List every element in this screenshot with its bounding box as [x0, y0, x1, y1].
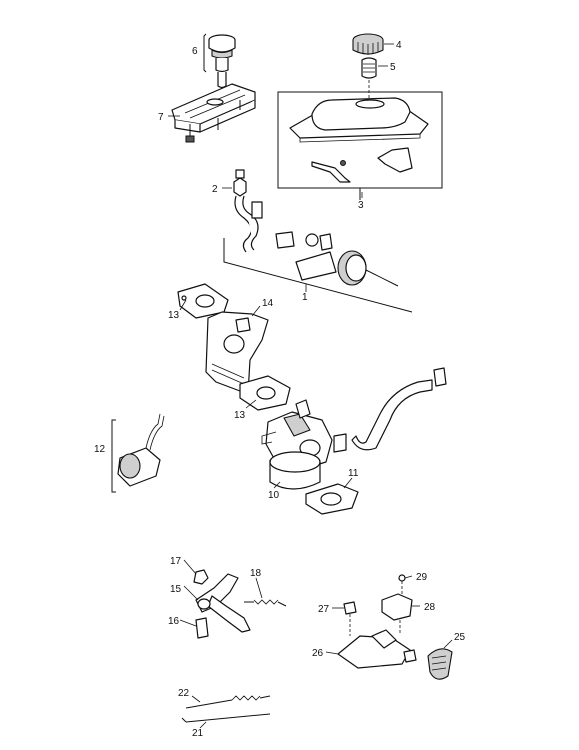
- part-16-bolt: [195, 617, 209, 639]
- part-18-spring: [244, 599, 287, 607]
- part-28-switch: [381, 593, 413, 634]
- part-17-nut: [193, 569, 209, 585]
- callout-27: 27: [318, 604, 330, 615]
- callout-11: 11: [348, 468, 359, 479]
- fuel-hose: [351, 367, 447, 451]
- part-6-cap-assembly: [208, 34, 236, 89]
- callout-7: 7: [158, 112, 164, 123]
- part-22-spring-rod: [185, 695, 271, 709]
- part-11-gasket: [305, 483, 359, 515]
- callout-16: 16: [168, 616, 180, 627]
- part-26-bracket: [337, 629, 417, 669]
- part-4-fuel-cap: [352, 33, 384, 55]
- callout-10: 10: [268, 490, 280, 501]
- callout-1: 1: [302, 292, 308, 303]
- part-12-lever-assembly: [111, 413, 165, 493]
- callout-26: 26: [312, 648, 324, 659]
- part-7-bracket: [171, 83, 256, 143]
- callout-4: 4: [396, 40, 402, 51]
- callout-25: 25: [454, 632, 466, 643]
- leader-lines: [168, 33, 453, 729]
- callout-13-upper: 13: [168, 310, 180, 321]
- part-10-carburetor: [261, 399, 347, 490]
- part-29-screw: [398, 574, 406, 596]
- part-13-gasket-upper: [177, 283, 229, 319]
- callout-28: 28: [424, 602, 436, 613]
- callout-13-lower: 13: [234, 410, 246, 421]
- part-5-strainer: [361, 57, 377, 100]
- callout-14: 14: [262, 298, 274, 309]
- callout-2: 2: [212, 184, 218, 195]
- callout-21: 21: [192, 728, 204, 739]
- part-27-screw: [343, 601, 357, 636]
- callout-labels: 1 2 3 4 5 6 7 10 11 12 13 13 14 15 16 17…: [94, 40, 466, 739]
- callout-12: 12: [94, 444, 106, 455]
- callout-15: 15: [170, 584, 182, 595]
- callout-29: 29: [416, 572, 428, 583]
- callout-3: 3: [358, 200, 364, 211]
- callout-17: 17: [170, 556, 182, 567]
- part-1-fuel-valve-assembly: [223, 195, 413, 313]
- part-13-gasket-lower: [239, 375, 291, 411]
- part-3-fuel-tank-assembly: [277, 91, 443, 200]
- part-15-lever: [195, 573, 251, 633]
- callout-6: 6: [192, 46, 198, 57]
- part-25-knob: [427, 648, 453, 680]
- part-21-rod: [181, 713, 271, 723]
- callout-5: 5: [390, 62, 396, 73]
- part-14-insulator: [205, 311, 269, 395]
- callout-18: 18: [250, 568, 262, 579]
- callout-22: 22: [178, 688, 190, 699]
- part-2-fitting: [233, 169, 247, 197]
